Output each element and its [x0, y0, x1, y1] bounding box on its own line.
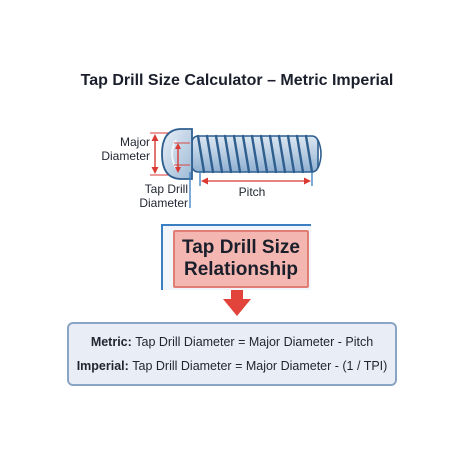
page-title: Tap Drill Size Calculator – Metric Imper…: [80, 72, 394, 89]
pitch-label: Pitch: [238, 185, 266, 199]
imperial-label: Imperial:: [76, 359, 133, 373]
tap-drill-diameter-label: Tap Drill Diameter: [122, 182, 188, 210]
tap-drill-label-line-1: Tap Drill: [144, 182, 188, 196]
metric-formula-row: Metric: Tap Drill Diameter = Major Diame…: [69, 335, 395, 349]
metric-formula: Tap Drill Diameter = Major Diameter - Pi…: [135, 335, 374, 349]
screw-head: [161, 128, 193, 180]
tap-drill-label-line-2: Diameter: [139, 196, 188, 210]
major-diameter-label-line-1: Major: [119, 135, 150, 149]
major-diameter-label-line-2: Diameter: [101, 149, 150, 163]
imperial-formula: Tap Drill Diameter = Major Diameter - (1…: [132, 359, 388, 373]
tap-drill-dimension: [174, 142, 190, 173]
callout-line-2: Relationship: [183, 259, 298, 280]
imperial-formula-row: Imperial: Tap Drill Diameter = Major Dia…: [69, 359, 395, 373]
major-diameter-dimension: [150, 132, 168, 176]
callout-line-1: Tap Drill Size: [182, 237, 300, 258]
screw-shank: [191, 134, 322, 174]
leader-lines: [189, 172, 313, 208]
formula-panel: Metric: Tap Drill Diameter = Major Diame…: [67, 322, 397, 386]
metric-label: Metric:: [90, 335, 136, 349]
relationship-callout: Tap Drill Size Relationship: [173, 230, 309, 288]
major-diameter-label: Major Diameter: [88, 135, 150, 163]
pitch-dimension: [201, 177, 311, 185]
